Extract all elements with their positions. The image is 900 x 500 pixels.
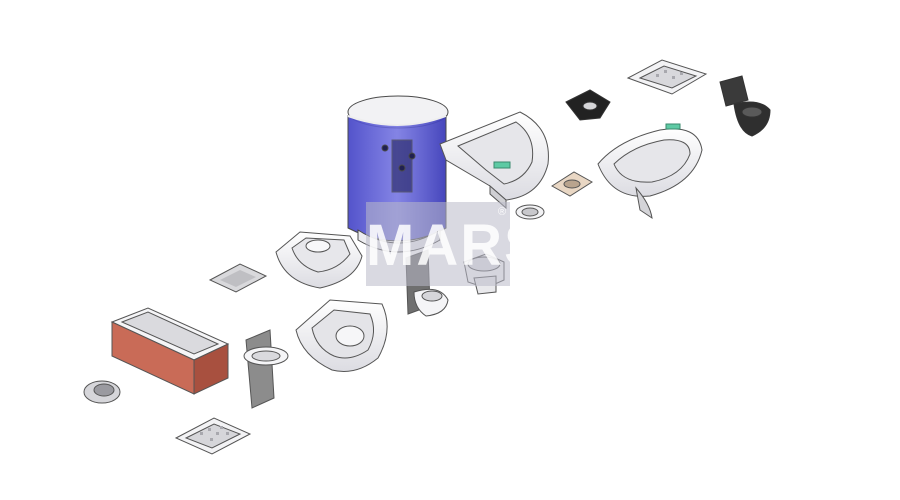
corner-whirlpool-tub — [295, 299, 388, 372]
corner-bathtub-large — [439, 111, 549, 210]
squat-toilet — [551, 171, 593, 197]
rectangular-bathtub — [110, 307, 230, 395]
shower-tray-bottom — [174, 417, 252, 455]
corner-bathtub-small — [275, 231, 363, 289]
watermark: MARS ® — [366, 202, 545, 286]
registered-mark: ® — [498, 206, 507, 218]
pedestal-basin — [243, 329, 289, 409]
countertop-basin — [515, 204, 545, 220]
bidet — [83, 380, 121, 404]
shower-tray-corner — [626, 59, 708, 95]
oval-bathtub — [597, 123, 703, 220]
watermark-text: MARS — [366, 213, 545, 278]
hand-dryer — [565, 89, 611, 121]
dark-toilet — [719, 75, 771, 137]
soap-tray — [208, 263, 268, 293]
